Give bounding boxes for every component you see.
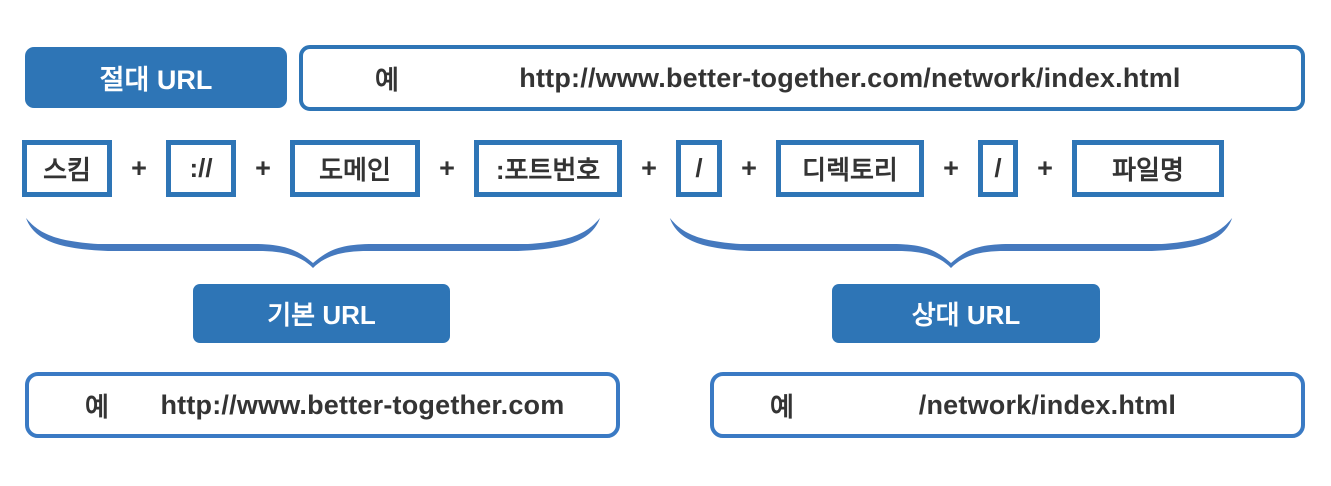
plus-sign: +	[641, 153, 657, 183]
relative-url-example-text: /network/index.html	[918, 389, 1177, 420]
example-prefix-label: 예	[85, 391, 109, 422]
part-slash-2: /	[978, 140, 1018, 197]
part-scheme-separator: ://	[166, 140, 236, 197]
part-scheme: 스킴	[22, 140, 112, 197]
relative-url-brace-icon	[662, 216, 1240, 268]
plus-sign: +	[943, 153, 959, 183]
plus-sign: +	[131, 153, 147, 183]
plus-sign: +	[1037, 153, 1053, 183]
example-prefix-label: 예	[770, 391, 794, 422]
base-url-brace-icon	[18, 216, 608, 268]
absolute-url-example-text: http://www.better-together.com/network/i…	[519, 62, 1181, 93]
part-domain: 도메인	[290, 140, 420, 197]
example-prefix-label: 예	[375, 64, 399, 95]
part-slash-1: /	[676, 140, 722, 197]
url-parts-row: 스킴 + :// + 도메인 + :포트번호 + / + 디렉토리 + / + …	[22, 140, 1224, 197]
relative-url-label: 상대 URL	[832, 284, 1100, 343]
part-directory: 디렉토리	[776, 140, 924, 197]
plus-sign: +	[741, 153, 757, 183]
base-url-example-box: 예 http://www.better-together.com	[25, 372, 620, 438]
plus-sign: +	[439, 153, 455, 183]
absolute-url-label: 절대 URL	[25, 47, 287, 108]
relative-url-example-box: 예 /network/index.html	[710, 372, 1305, 438]
base-url-example-text: http://www.better-together.com	[160, 389, 565, 420]
base-url-label: 기본 URL	[193, 284, 450, 343]
plus-sign: +	[255, 153, 271, 183]
absolute-url-example-box: 예 http://www.better-together.com/network…	[299, 45, 1305, 111]
part-filename: 파일명	[1072, 140, 1224, 197]
part-port: :포트번호	[474, 140, 622, 197]
